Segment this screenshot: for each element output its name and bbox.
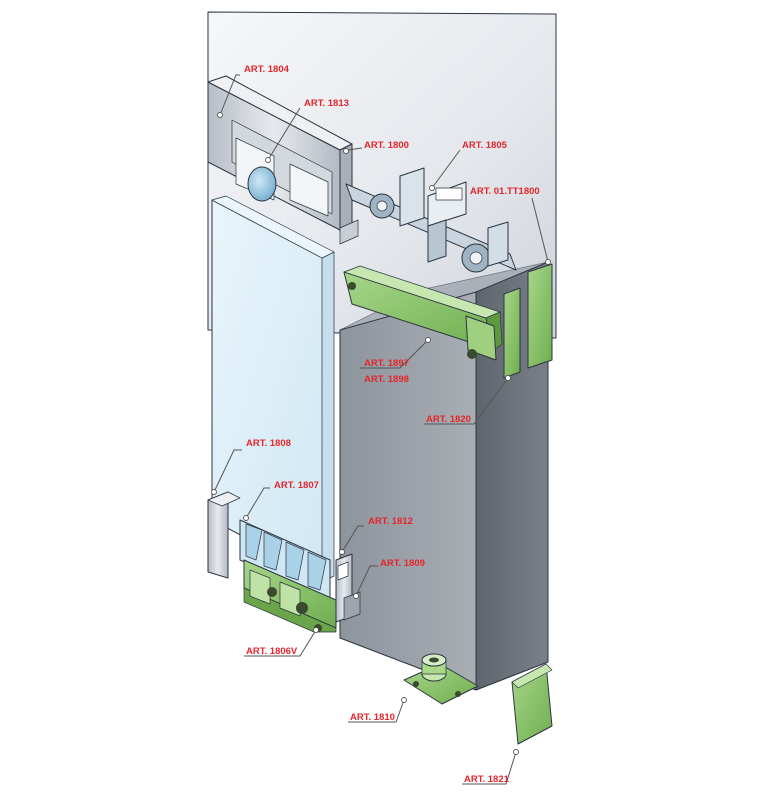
lower-bracket [335,553,361,623]
label-art-tt1800: ART. 01.TT1800 [470,186,540,197]
label-art-1813: ART. 1813 [304,98,349,109]
callout-1809: ART. 1809 [353,558,425,599]
lens-part [247,166,277,202]
end-cap-bottom [511,663,553,745]
label-art-1897: ART. 1897 [364,358,409,369]
callout-1897-1898: ART. 1897 ART. 1898 [360,337,431,385]
callout-1804: ART. 1804 [217,64,290,118]
label-art-1807: ART. 1807 [274,480,319,491]
label-art-1820: ART. 1820 [426,414,471,425]
callout-1813: ART. 1813 [265,98,349,163]
callout-1807: ART. 1807 [243,480,319,521]
glass-door [211,195,335,583]
callout-1800: ART. 1800 [343,140,409,154]
top-carriage [345,167,517,273]
label-art-1808: ART. 1808 [246,438,291,449]
callout-1812: ART. 1812 [339,516,413,555]
callout-tt1800: ART. 01.TT1800 [470,186,551,265]
callout-1810: ART. 1810 [348,697,407,723]
bottom-carriage-green [243,559,337,633]
label-art-1821: ART. 1821 [464,774,510,785]
top-track-profile [207,75,359,245]
floor-guide [403,653,479,705]
bottom-guide-profile [207,491,241,579]
soft-close-damper [343,265,503,361]
label-art-1804: ART. 1804 [244,64,290,75]
label-art-1805: ART. 1805 [462,140,508,151]
label-art-1810: ART. 1810 [350,712,395,723]
bottom-seal-profile [239,519,331,601]
end-cap-plates [503,263,553,379]
callout-1820: ART. 1820 [424,375,511,425]
callout-1808: ART. 1808 [211,438,291,495]
label-art-1806v: ART. 1806V [246,646,298,657]
label-art-1800: ART. 1800 [364,140,409,151]
label-art-1812: ART. 1812 [368,516,413,527]
label-art-1809: ART. 1809 [380,558,425,569]
label-art-1898: ART. 1898 [364,374,409,385]
callout-1806v: ART. 1806V [244,627,319,657]
callout-1805: ART. 1805 [429,140,508,191]
callout-1821: ART. 1821 [462,749,519,785]
door-panel [339,261,549,691]
